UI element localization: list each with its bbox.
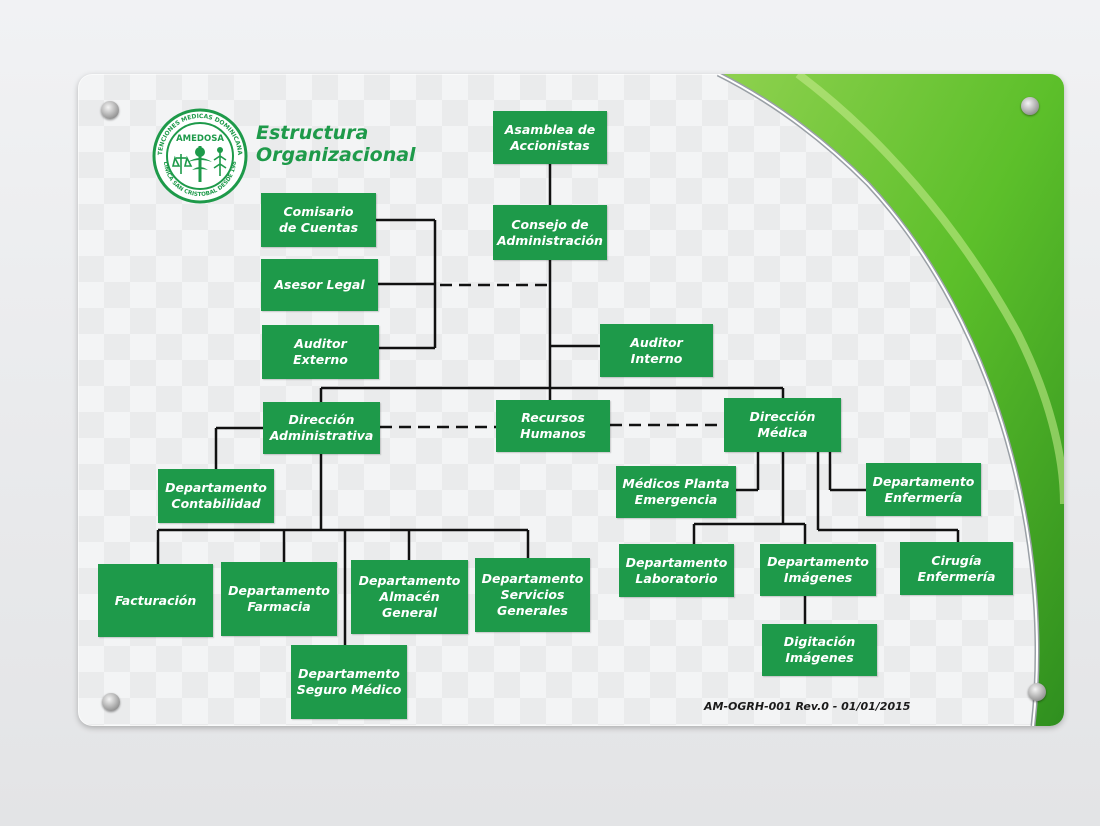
node-departamento-servicios-generales: Departamento Servicios Generales xyxy=(475,558,590,632)
node-departamento-seguro-medico: Departamento Seguro Médico xyxy=(291,645,407,719)
scales-icon xyxy=(171,154,193,174)
mounting-screw-bottom-left xyxy=(102,693,120,711)
caduceus-icon xyxy=(188,146,212,182)
node-digitacion-imagenes: Digitación Imágenes xyxy=(762,624,877,676)
mounting-screw-top-left xyxy=(101,101,119,119)
node-comisario-cuentas: Comisario de Cuentas xyxy=(261,193,376,247)
mounting-screw-top-right xyxy=(1021,97,1039,115)
node-cirugia-enfermeria: Cirugía Enfermería xyxy=(900,542,1013,595)
node-asesor-legal: Asesor Legal xyxy=(261,259,378,311)
node-departamento-enfermeria: Departamento Enfermería xyxy=(866,463,981,516)
green-swoosh-decoration xyxy=(716,74,1064,726)
node-recursos-humanos: Recursos Humanos xyxy=(496,400,610,452)
logo-center-text: AMEDOSA xyxy=(176,134,224,144)
node-facturacion: Facturación xyxy=(98,564,213,637)
node-auditor-externo: Auditor Externo xyxy=(262,325,379,379)
node-departamento-contabilidad: Departamento Contabilidad xyxy=(158,469,274,523)
node-medicos-planta-emergencia: Médicos Planta Emergencia xyxy=(616,466,736,518)
page-title: Estructura Organizacional xyxy=(256,122,416,166)
node-direccion-medica: Dirección Médica xyxy=(724,398,841,452)
document-code: AM-OGRH-001 Rev.0 - 01/01/2015 xyxy=(704,700,911,713)
node-departamento-almacen-general: Departamento Almacén General xyxy=(351,560,468,634)
node-auditor-interno: Auditor Interno xyxy=(600,324,713,377)
node-departamento-farmacia: Departamento Farmacia xyxy=(221,562,337,636)
plant-icon xyxy=(213,147,227,176)
node-departamento-imagenes: Departamento Imágenes xyxy=(760,544,876,596)
amedosa-logo: ATENCIONES MEDICAS DOMINICANAS CLINICA S… xyxy=(152,108,248,204)
org-chart-plaque: ATENCIONES MEDICAS DOMINICANAS CLINICA S… xyxy=(78,74,1064,726)
mounting-screw-bottom-right xyxy=(1028,683,1046,701)
node-direccion-administrativa: Dirección Administrativa xyxy=(263,402,380,454)
node-departamento-laboratorio: Departamento Laboratorio xyxy=(619,544,734,597)
node-asamblea-accionistas: Asamblea de Accionistas xyxy=(493,111,607,164)
node-consejo-administracion: Consejo de Administración xyxy=(493,205,607,260)
connector-lines xyxy=(156,164,960,645)
